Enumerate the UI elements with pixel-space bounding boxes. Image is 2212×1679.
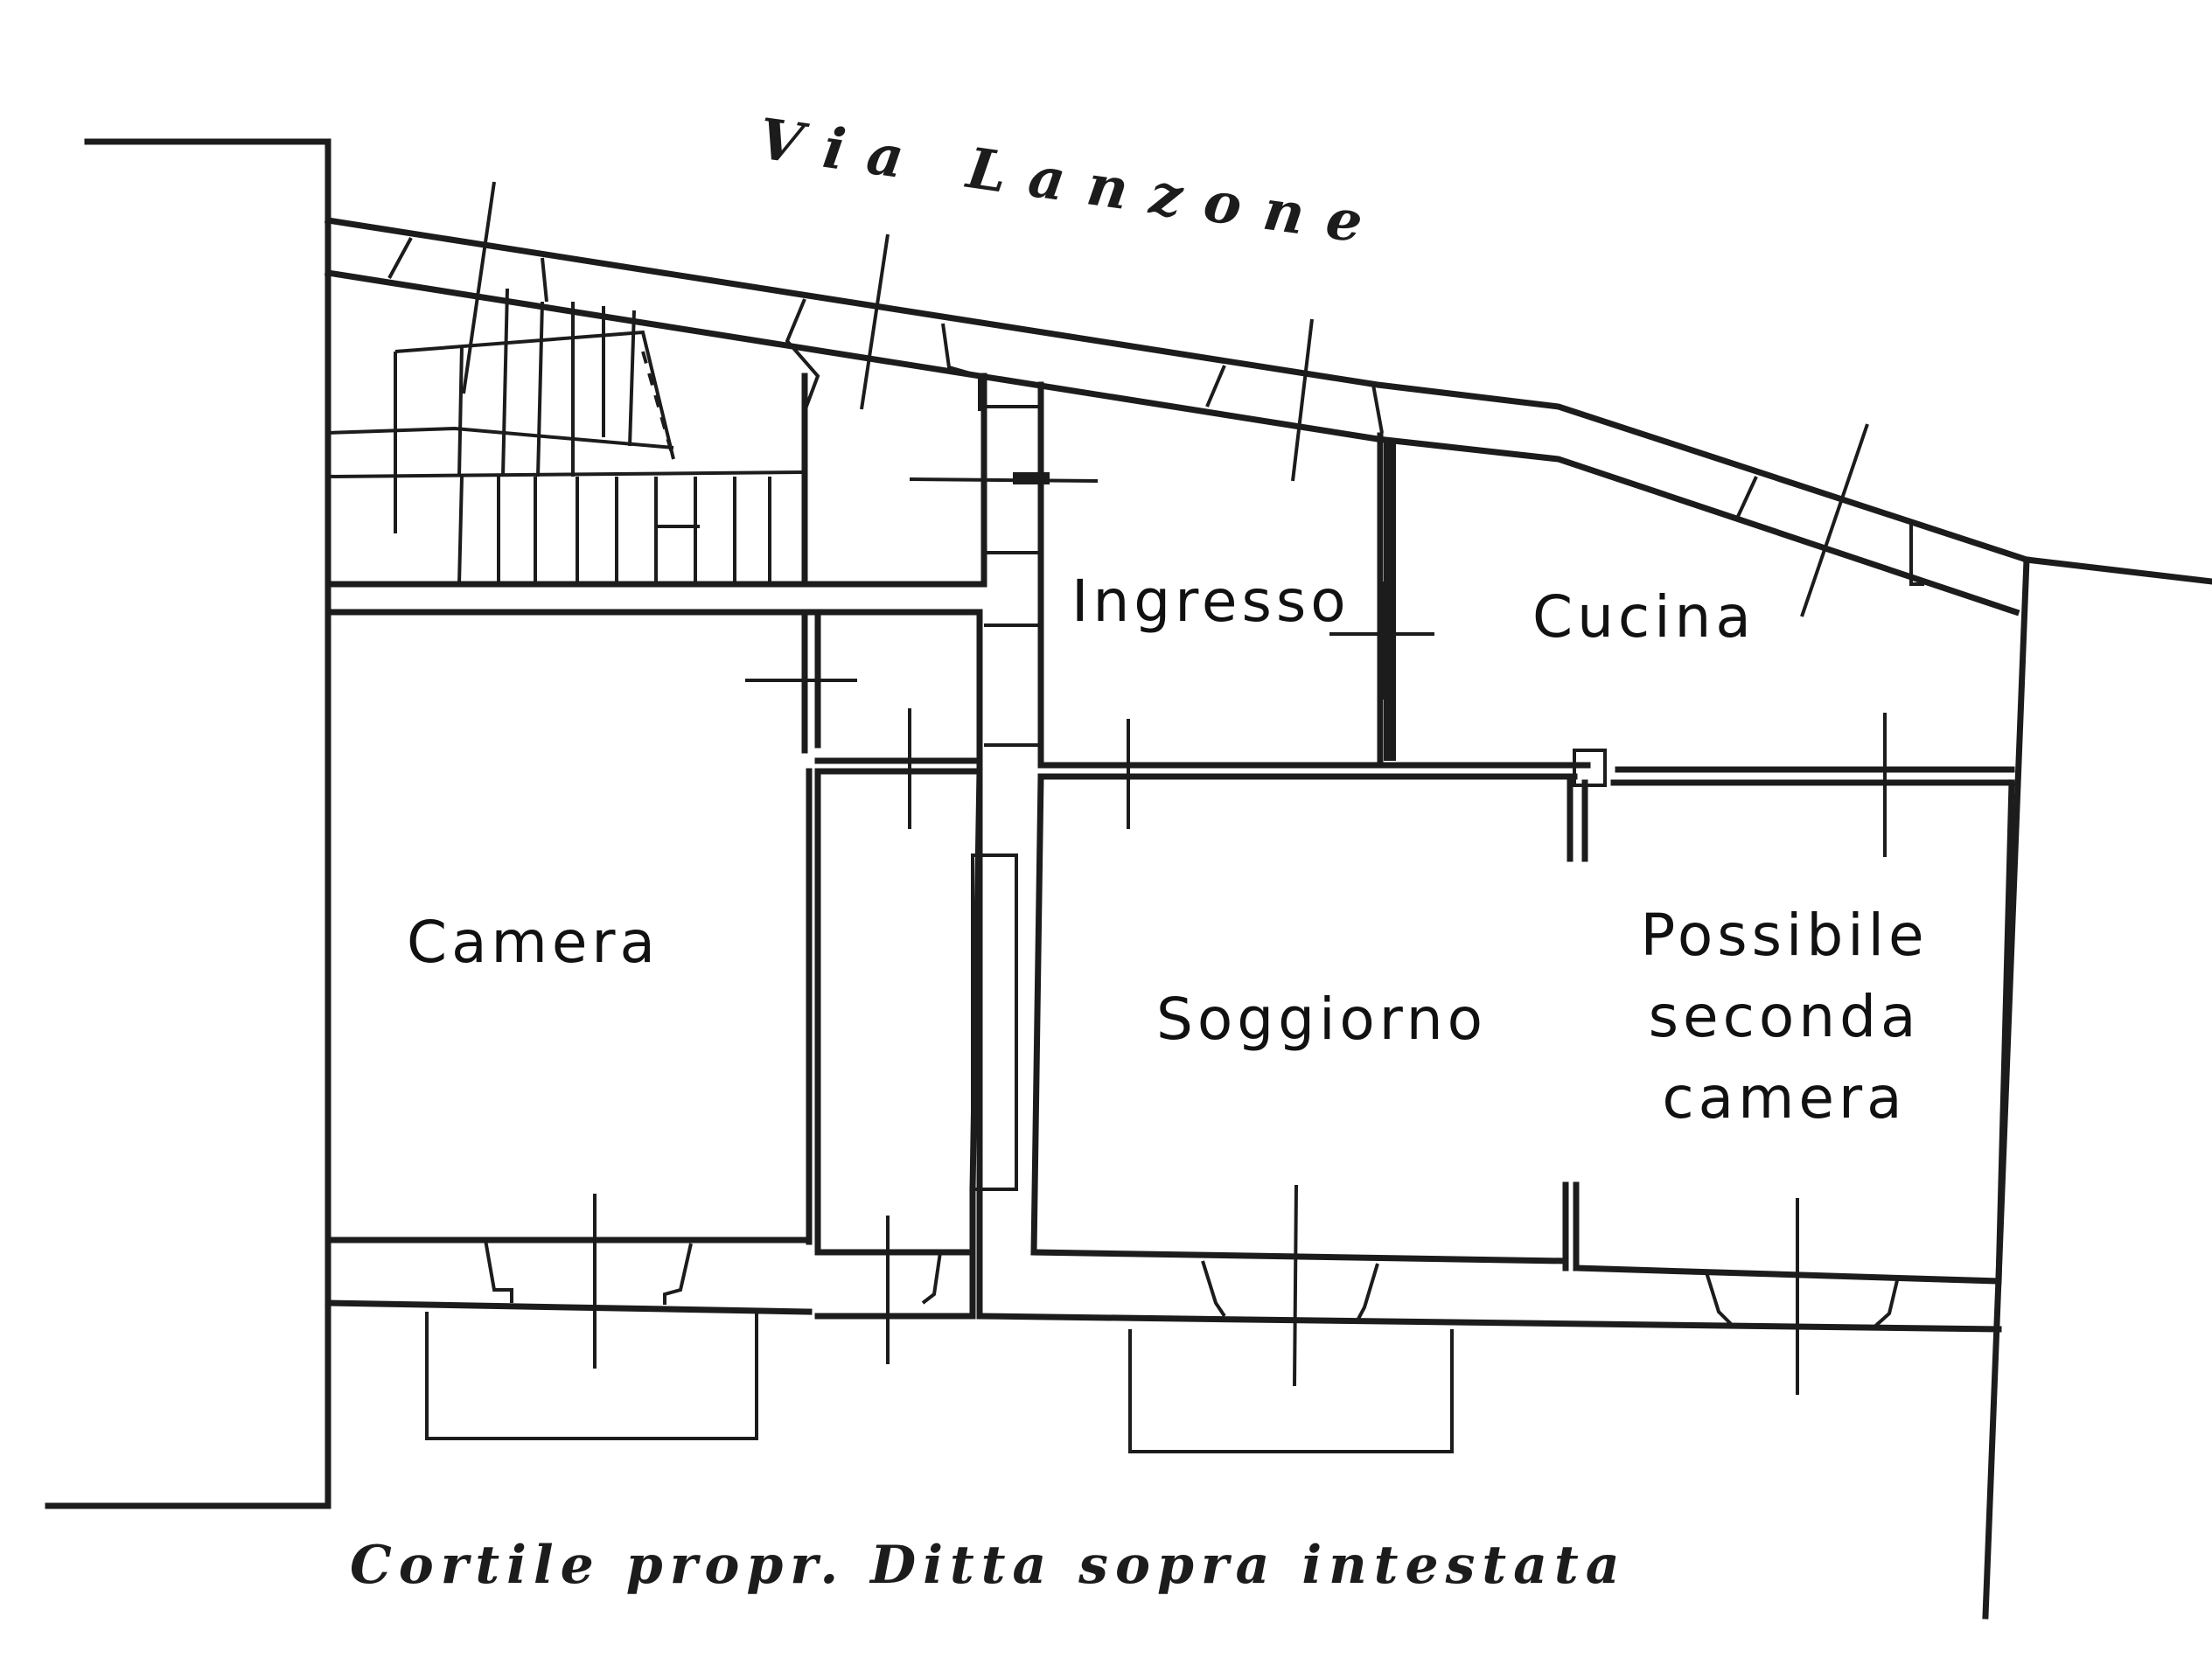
staircase	[327, 288, 808, 588]
label-seconda: seconda	[1649, 983, 1921, 1050]
interior-walls	[324, 373, 2015, 1320]
label-soggiorno: Soggiorno	[1156, 986, 1487, 1053]
label-camera-2: camera	[1662, 1064, 1906, 1132]
label-ingresso: Ingresso	[1071, 568, 1350, 635]
section-ticks	[462, 181, 1887, 1395]
courtyard-elements	[425, 1312, 1454, 1453]
label-camera: Camera	[407, 909, 659, 976]
courtyard-facade-wall	[324, 1237, 2002, 1333]
room-labels: Ingresso Cucina Camera Soggiorno Possibi…	[407, 568, 1928, 1132]
street-label: Via Lanzone	[755, 107, 1389, 260]
courtyard-label: Cortile propr. Ditta sopra intestata	[350, 1535, 1627, 1596]
label-possibile: Possibile	[1640, 902, 1928, 969]
street-facade-wall	[324, 217, 2031, 617]
street-windows	[387, 237, 1924, 586]
label-cucina: Cucina	[1532, 583, 1755, 651]
